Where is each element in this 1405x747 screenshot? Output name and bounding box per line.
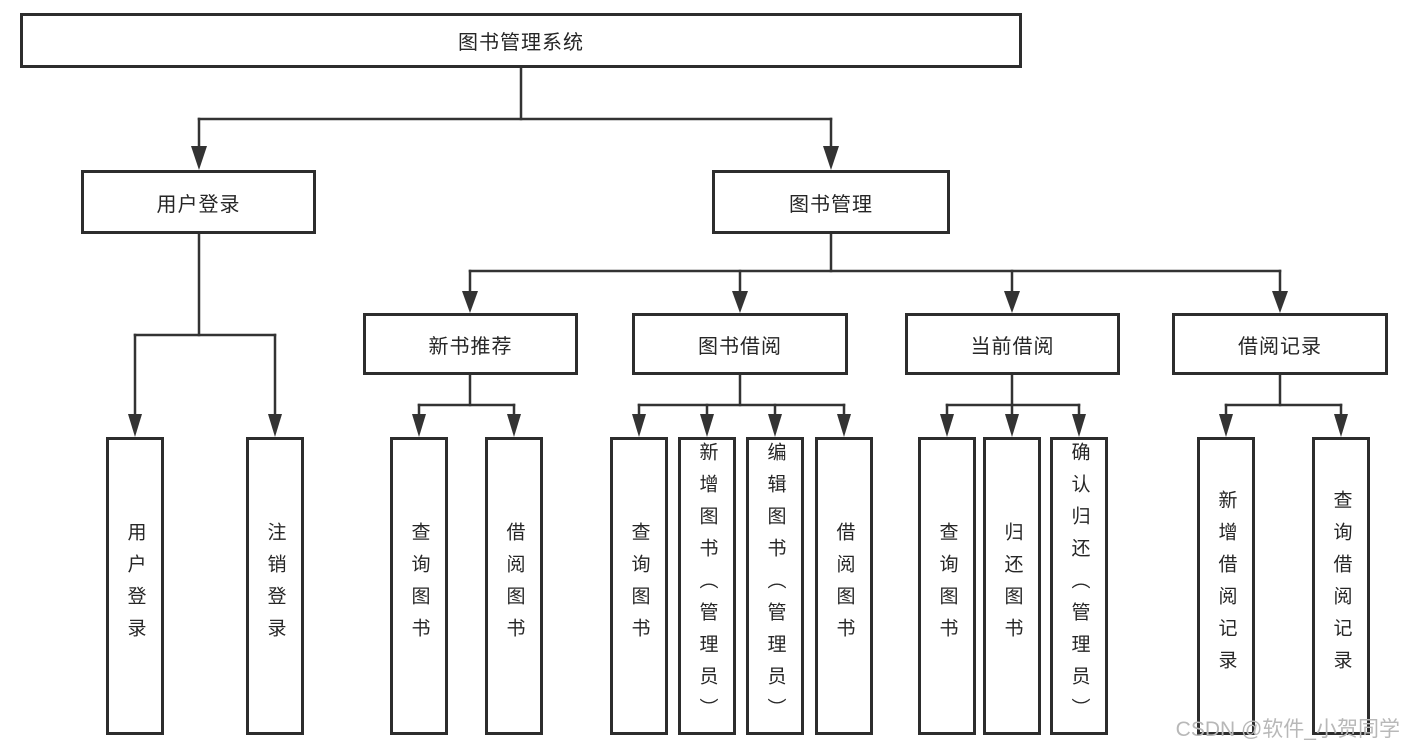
node-root-system: 图书管理系统	[20, 13, 1022, 68]
leaf-user-login: 用户登录	[106, 437, 164, 735]
leaf-borrow-books-recommend: 借阅图书	[485, 437, 543, 735]
leaf-query-books-recommend: 查询图书	[390, 437, 448, 735]
leaf-borrow-books-borrow: 借阅图书	[815, 437, 873, 735]
leaf-add-borrow-record: 新增借阅记录	[1197, 437, 1255, 735]
leaf-return-book: 归还图书	[983, 437, 1041, 735]
leaf-add-book-admin: 新增图书（管理员）	[678, 437, 736, 735]
leaf-query-books-borrow: 查询图书	[610, 437, 668, 735]
node-borrow-records: 借阅记录	[1172, 313, 1388, 375]
arrowheads	[128, 146, 1348, 437]
leaf-logout: 注销登录	[246, 437, 304, 735]
node-current-borrow: 当前借阅	[905, 313, 1120, 375]
node-book-management: 图书管理	[712, 170, 950, 234]
node-new-book-recommend: 新书推荐	[363, 313, 578, 375]
leaf-query-borrow-record: 查询借阅记录	[1312, 437, 1370, 735]
node-book-borrow: 图书借阅	[632, 313, 848, 375]
leaf-confirm-return-admin: 确认归还（管理员）	[1050, 437, 1108, 735]
node-user-login: 用户登录	[81, 170, 316, 234]
leaf-edit-book-admin: 编辑图书（管理员）	[746, 437, 804, 735]
watermark-text: CSDN @软件_小贺同学	[1175, 718, 1400, 741]
leaf-query-books-current: 查询图书	[918, 437, 976, 735]
